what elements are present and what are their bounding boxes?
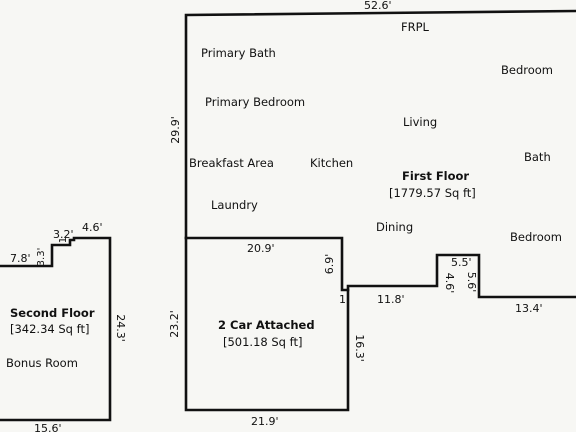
dim-right-bottom: 13.4': [515, 302, 543, 315]
garage-outline: [184, 236, 350, 412]
dim-left-height: 29.9': [169, 116, 182, 144]
dim-second-top-right: 4.6': [82, 221, 103, 234]
room-label-primary-bedroom: Primary Bedroom: [205, 95, 305, 109]
room-label-bedroom-1: Bedroom: [501, 63, 553, 77]
first-floor-lower-wall: [184, 236, 576, 299]
room-label-bedroom-2: Bedroom: [510, 230, 562, 244]
room-label-kitchen: Kitchen: [310, 156, 353, 170]
dim-second-right: 24.3': [114, 314, 127, 342]
dim-second-left-top: 7.8': [10, 252, 31, 265]
garage-sqft: [501.18 Sq ft]: [223, 335, 302, 349]
first-floor-outline: [184, 9, 576, 240]
dim-garage-top: 20.9': [247, 242, 275, 255]
room-label-frpl: FRPL: [401, 20, 430, 34]
dim-second-notch-side: 3.3': [36, 248, 47, 267]
dim-second-notch-top: 3.2': [53, 228, 74, 241]
dim-garage-right: 16.3': [353, 334, 366, 362]
second-floor-sqft: [342.34 Sq ft]: [10, 322, 89, 336]
room-label-breakfast-area: Breakfast Area: [189, 156, 274, 170]
room-label-bath: Bath: [524, 150, 551, 164]
dim-garage-bottom: 21.9': [251, 415, 279, 428]
dim-top-width: 52.6': [364, 0, 392, 12]
room-label-dining: Dining: [376, 220, 413, 234]
dim-notch-6-9: 6.9': [323, 254, 336, 275]
first-floor-sqft: [1779.57 Sq ft]: [389, 186, 476, 200]
garage-title: 2 Car Attached: [218, 318, 315, 332]
dim-step-1: 1: [339, 293, 346, 306]
dim-bump-right: 5.6': [465, 272, 478, 293]
dim-bump-top: 5.5': [451, 256, 472, 269]
dim-second-notch-small: 1: [58, 237, 69, 243]
room-label-bonus-room: Bonus Room: [6, 356, 78, 370]
dim-bump-left: 4.6': [443, 273, 456, 294]
room-label-living: Living: [403, 115, 437, 129]
dim-step-11-8: 11.8': [377, 293, 405, 306]
first-floor-title: First Floor: [402, 169, 469, 183]
room-label-laundry: Laundry: [211, 198, 258, 212]
room-label-primary-bath: Primary Bath: [201, 46, 276, 60]
second-floor-outline: [0, 236, 112, 422]
second-floor-title: Second Floor: [10, 306, 95, 320]
dim-garage-left: 23.2': [168, 310, 181, 338]
dim-second-bottom: 15.6': [34, 422, 62, 432]
